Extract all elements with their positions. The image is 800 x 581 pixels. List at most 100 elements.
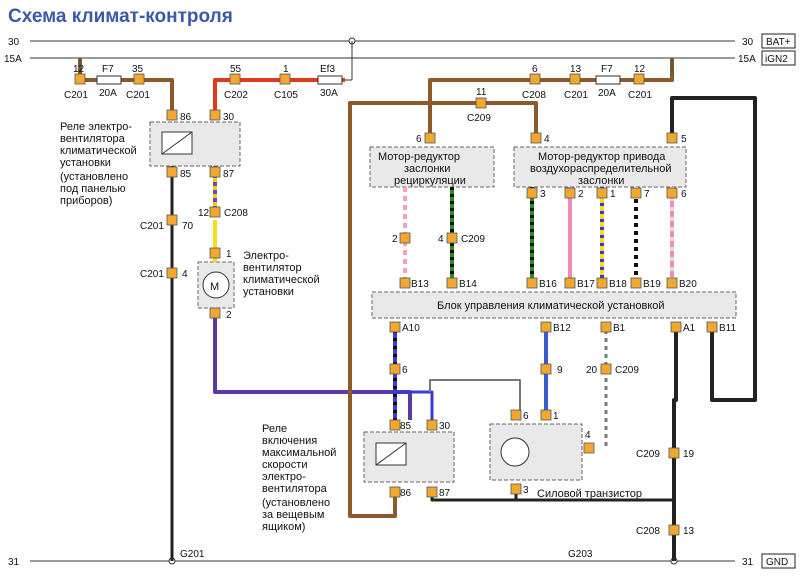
pin-4-transistor: 4 <box>585 430 591 441</box>
pin-85-fan-relay: 85 <box>180 169 192 180</box>
fan-relay-line5: (установлено <box>60 171 128 183</box>
max-relay-line1: Реле <box>262 423 287 435</box>
power-rails: 30 15A 31 30 15A 31 BAT+ iGN2 GND <box>4 33 796 569</box>
pin-4-c209-recirc: 4 <box>438 234 444 245</box>
c201-left-2: C201 <box>126 90 150 101</box>
pin-3-air: 3 <box>540 189 546 200</box>
pin-87-fan-relay: 87 <box>223 169 235 180</box>
pin-55: 55 <box>230 64 242 75</box>
air-motor-line2: воздухораспределительной <box>530 163 672 175</box>
pin-85-max-relay: 85 <box>400 421 412 432</box>
pin-7-air: 7 <box>644 189 650 200</box>
pin-30-fan-relay: 30 <box>223 112 235 123</box>
max-relay-line7: (установлено <box>262 497 330 509</box>
fuse-f7-left-amp: 20A <box>99 88 117 99</box>
pin-86-fan-relay: 86 <box>180 112 192 123</box>
gnd-tag: GND <box>766 557 788 568</box>
c208-top: C208 <box>522 90 546 101</box>
air-motor-box <box>513 146 687 188</box>
pin-1-motor: 1 <box>226 249 232 260</box>
recirc-motor-line2: заслонки <box>404 163 450 175</box>
pin-1-air: 1 <box>610 189 616 200</box>
fan-motor-line3: климатической <box>243 274 320 286</box>
c201-right: C201 <box>564 90 588 101</box>
component-boxes <box>149 121 737 483</box>
fuse-f7-right-name: F7 <box>601 64 613 75</box>
pin-a1: A1 <box>683 323 696 334</box>
pin-4-air: 4 <box>544 134 550 145</box>
max-relay-line8: за вещевым <box>262 509 324 521</box>
rail-30-left: 30 <box>8 37 20 48</box>
component-text: Реле электро- вентилятора климатической … <box>60 121 672 533</box>
fan-motor-line2: вентилятор <box>243 262 302 274</box>
fan-relay-line7: приборов) <box>60 195 112 207</box>
pin-2-c209-recirc: 2 <box>392 234 398 245</box>
pin-87-max-relay: 87 <box>439 488 451 499</box>
c105: C105 <box>274 90 298 101</box>
fan-motor-line1: Электро- <box>243 250 289 262</box>
pin-12-c208: 12 <box>198 208 210 219</box>
pin-20-mid: 20 <box>586 365 598 376</box>
connectors <box>74 73 718 536</box>
c209-right: C209 <box>636 449 660 460</box>
pin-19: 19 <box>683 449 695 460</box>
max-relay-line9: ящиком) <box>262 521 305 533</box>
fan-relay-line2: вентилятора <box>60 133 126 145</box>
max-relay-line5: электро- <box>262 471 306 483</box>
pin-b1: B1 <box>613 323 626 334</box>
rail-30-right: 30 <box>742 37 754 48</box>
fuses: F7 20A Ef3 30A F7 20A <box>96 64 621 99</box>
c201-4: C201 <box>140 269 164 280</box>
max-relay-line3: максимальной <box>262 447 336 459</box>
recirc-motor-line1: Мотор-редуктор <box>378 151 460 163</box>
c201-left: C201 <box>64 90 88 101</box>
pin-4-c201: 4 <box>182 269 188 280</box>
rail-31-left: 31 <box>8 557 20 568</box>
pin-b12: B12 <box>553 323 571 334</box>
c208-bottom: C208 <box>636 526 660 537</box>
control-unit-box <box>371 291 737 319</box>
motor-symbol: M <box>210 281 219 293</box>
pin-b13: B13 <box>411 279 429 290</box>
max-relay-line6: вентилятора <box>262 483 328 495</box>
pin-6-c208: 6 <box>532 64 538 75</box>
pin-b18: B18 <box>609 279 627 290</box>
recirc-motor-line3: рециркуляции <box>394 175 466 187</box>
fuse-ef3-name: Ef3 <box>320 64 335 75</box>
power-transistor-label: Силовой транзистор <box>537 488 642 500</box>
recirc-motor-box <box>369 146 495 188</box>
fan-motor-line4: установки <box>243 286 294 298</box>
c209-recirc: C209 <box>461 234 485 245</box>
pin-12-right: 12 <box>634 64 646 75</box>
pin-11-c209: 11 <box>476 87 487 98</box>
fuse-f7-right-amp: 20A <box>598 88 616 99</box>
pin-70: 70 <box>182 221 194 232</box>
fan-relay-line4: установки <box>60 157 111 169</box>
pin-86-max-relay: 86 <box>400 488 412 499</box>
pin-1-transistor: 1 <box>553 411 559 422</box>
pin-a10: A10 <box>402 323 420 334</box>
pin-30-max-relay: 30 <box>439 421 451 432</box>
g203: G203 <box>568 549 593 560</box>
pin-b19: B19 <box>643 279 661 290</box>
diagram-title: Схема климат-контроля <box>8 6 233 27</box>
rail-15a-right: 15A <box>738 54 756 65</box>
pin-b14: B14 <box>459 279 477 290</box>
max-relay-line2: включения <box>262 435 317 447</box>
pin-2-air: 2 <box>578 189 584 200</box>
pin-b11: B11 <box>719 323 736 334</box>
bat-tag: BAT+ <box>766 37 791 48</box>
pin-b17: B17 <box>577 279 595 290</box>
pin-6-recirc: 6 <box>416 134 422 145</box>
air-motor-line3: заслонки <box>578 175 624 187</box>
pin-3-transistor: 3 <box>523 485 529 496</box>
pin-9-mid: 9 <box>557 365 563 376</box>
pin-5-air: 5 <box>681 134 687 145</box>
pin-b16: B16 <box>539 279 557 290</box>
pin-b20: B20 <box>679 279 697 290</box>
max-relay-line4: скорости <box>262 459 307 471</box>
fuse-f7-left-name: F7 <box>102 64 114 75</box>
pin-labels: 12 C201 35 C201 55 C202 1 C105 6 C208 13… <box>64 64 736 560</box>
pin-12-left: 12 <box>73 64 85 75</box>
